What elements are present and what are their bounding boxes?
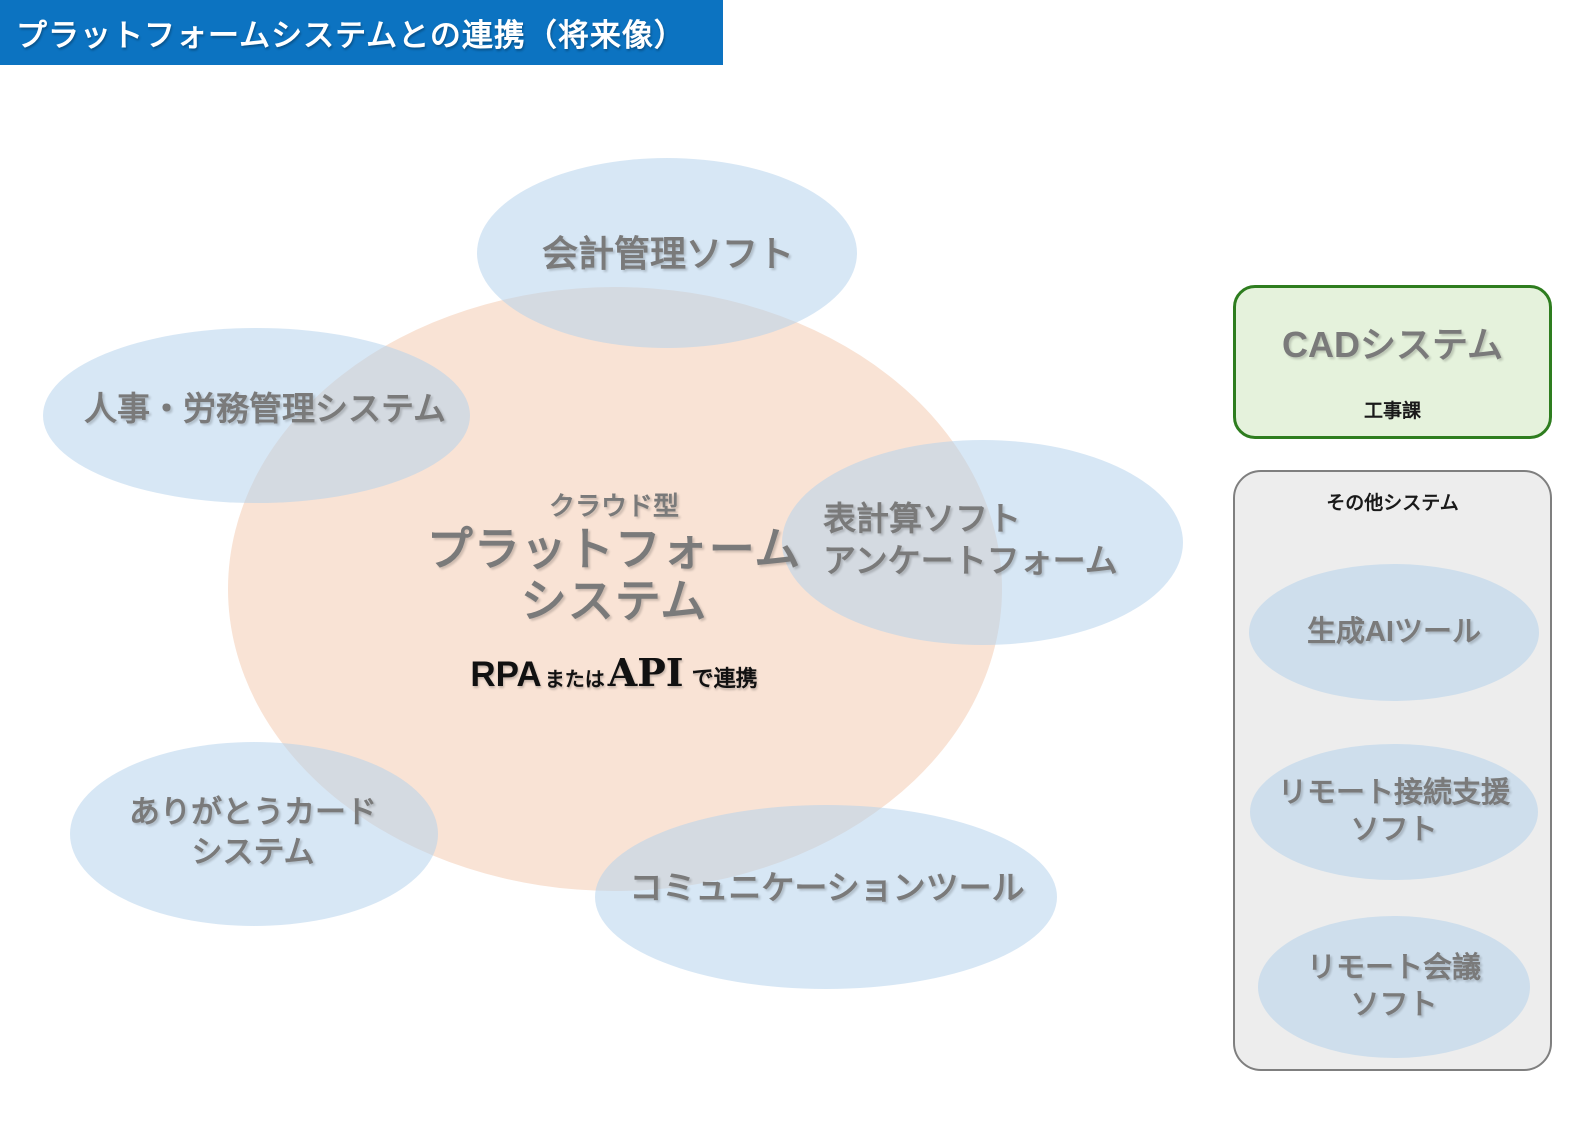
hub-link-suffix: で連携 [691, 665, 758, 691]
satellite-ellipse-accounting [477, 158, 857, 348]
slide-title-bar: プラットフォームシステムとの連携（将来像） [0, 0, 723, 65]
satellite-label-accounting: 会計管理ソフト [542, 231, 794, 277]
satellite-label-line: アンケートフォーム [823, 542, 1118, 579]
satellite-label-line: システム [191, 834, 315, 869]
satellite-label-hr-labor: 人事・労務管理システム [84, 388, 446, 430]
hub-name-line2: システム [520, 575, 708, 628]
cad-department-label: 工事課 [1363, 401, 1421, 422]
cad-system-title: CADシステム [1282, 324, 1503, 365]
satellite-label-line: 表計算ソフト [823, 499, 1021, 537]
satellite-label-spreadsheet-survey: 表計算ソフト アンケートフォーム [823, 498, 1118, 582]
other-systems-panel: その他システム 生成AIツール リモート接続支援 ソフト リモート会議 ソフト [1233, 470, 1552, 1071]
satellite-label-line: 人事・労務管理システム [83, 389, 447, 427]
hub-link-rpa: RPA [470, 654, 542, 694]
satellite-ellipse-spreadsheet-survey [782, 440, 1183, 645]
other-item-label-line: リモート会議 [1306, 951, 1481, 984]
other-systems-title: その他システム [1326, 493, 1459, 514]
satellite-ellipse-thanks-card [70, 742, 438, 926]
other-item-ellipse-gen-ai: 生成AIツール [1249, 564, 1539, 701]
satellite-ellipse-communication [595, 805, 1057, 989]
hub-type-label: クラウド型 [548, 491, 679, 521]
cad-system-box: CADシステム 工事課 [1233, 285, 1552, 439]
other-item-label-line: ソフト [1350, 989, 1438, 1021]
slide-title-text: プラットフォームシステムとの連携（将来像） [16, 18, 686, 53]
satellite-label-line: 会計管理ソフト [541, 232, 795, 274]
satellite-label-line: コミュニケーションツール [629, 868, 1025, 906]
other-item-ellipse-remote-support: リモート接続支援 ソフト [1250, 744, 1538, 880]
satellite-label-line: ありがとうカード [129, 794, 377, 830]
hub-link-api: API [607, 649, 684, 695]
satellite-label-communication: コミュニケーションツール [629, 867, 1024, 909]
other-item-label-line: ソフト [1350, 814, 1438, 846]
other-item-ellipse-remote-meeting: リモート会議 ソフト [1258, 916, 1530, 1058]
satellite-label-thanks-card: ありがとうカード システム [129, 792, 377, 871]
other-item-label-line: リモート接続支援 [1277, 776, 1510, 809]
hub-link-or: または [544, 668, 605, 691]
other-item-label-line: 生成AIツール [1306, 615, 1481, 648]
satellite-ellipse-hr-labor [43, 328, 470, 503]
hub-name-line1: プラットフォーム [426, 523, 802, 575]
